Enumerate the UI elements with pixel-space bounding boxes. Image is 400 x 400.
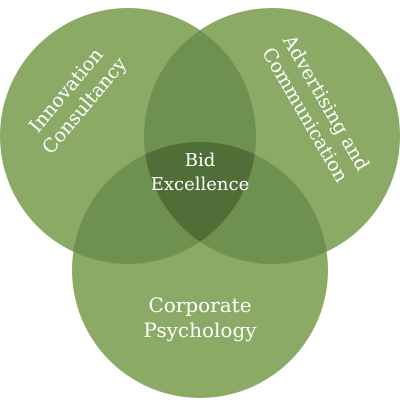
label-psychology-line2: Psychology [143, 318, 257, 342]
label-psychology-line1: Corporate [148, 293, 251, 317]
overlap-advertising-psychology [144, 142, 328, 264]
label-center-line2: Excellence [151, 174, 250, 195]
label-center-line1: Bid [185, 150, 216, 171]
overlap-innovation-psychology [72, 142, 256, 264]
